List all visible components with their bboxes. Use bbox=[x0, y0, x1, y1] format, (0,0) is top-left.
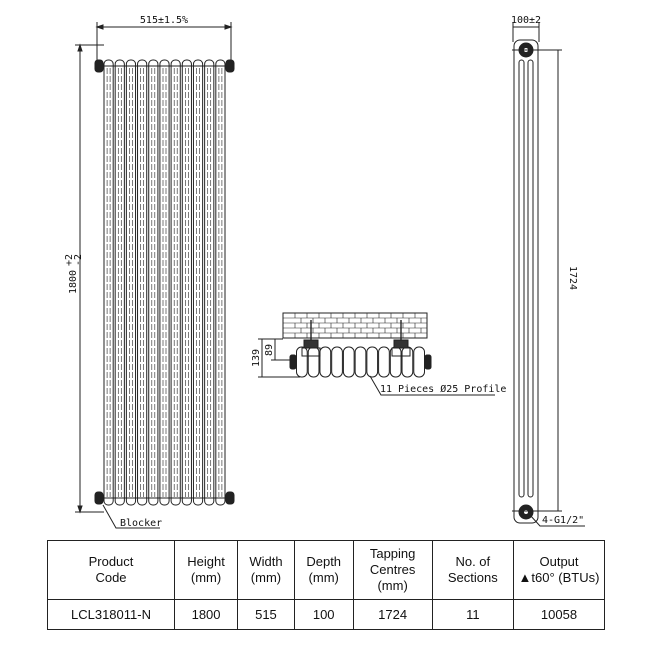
section-profile bbox=[331, 346, 343, 378]
column-section bbox=[125, 59, 137, 506]
valve-icon bbox=[393, 339, 409, 349]
cell-depth: 100 bbox=[293, 599, 354, 630]
centres-dimension-label: 1724 bbox=[567, 266, 578, 290]
column-section bbox=[215, 59, 226, 506]
section-profile bbox=[413, 346, 426, 378]
column-section bbox=[137, 59, 148, 506]
cell-output: 10058 bbox=[513, 599, 605, 630]
section-profile bbox=[401, 346, 414, 378]
end-cap-icon bbox=[225, 59, 235, 73]
table-row: LCL318011-N 1800 515 100 1724 11 10058 bbox=[47, 599, 605, 630]
end-cap-icon bbox=[94, 59, 104, 73]
height-dimension-label-group: 1800 +2 -2 bbox=[64, 254, 84, 294]
section-profile bbox=[366, 346, 379, 378]
section-profile bbox=[378, 346, 390, 378]
depth-dimension-label: 100±2 bbox=[511, 15, 541, 26]
cell-tapping-centres: 1724 bbox=[352, 599, 433, 630]
header-depth: Depth(mm) bbox=[293, 540, 354, 600]
blocker-label: Blocker bbox=[120, 518, 162, 529]
column-section bbox=[159, 59, 170, 506]
cell-product-code: LCL318011-N bbox=[47, 599, 175, 630]
section-profile bbox=[354, 346, 367, 378]
side-tube-right bbox=[527, 59, 534, 498]
width-arrows bbox=[95, 24, 233, 30]
dim-89-label: 89 bbox=[264, 344, 275, 356]
plan-end-cap-icon bbox=[289, 354, 297, 370]
width-dimension-label: 515±1.5% bbox=[140, 15, 188, 26]
column-section bbox=[103, 59, 114, 506]
valve-icon bbox=[303, 339, 319, 349]
side-tube-left bbox=[518, 59, 525, 498]
header-height: Height(mm) bbox=[173, 540, 239, 600]
end-cap-icon bbox=[94, 491, 104, 505]
profile-leader bbox=[369, 375, 495, 396]
cell-sections: 11 bbox=[431, 599, 515, 630]
valve-body bbox=[391, 347, 411, 357]
height-dimension-label: 1800 bbox=[68, 270, 79, 294]
front-view bbox=[94, 59, 235, 506]
profile-label: 11 Pieces Ø25 Profile bbox=[380, 383, 506, 395]
wall-bricks bbox=[282, 312, 428, 339]
section-profile bbox=[319, 346, 332, 378]
end-cap-icon bbox=[225, 491, 235, 505]
header-output: Output▲t60° (BTUs) bbox=[513, 540, 605, 600]
bottom-tapping-center bbox=[523, 509, 529, 515]
dim-139-label: 139 bbox=[251, 349, 262, 367]
section-profile bbox=[342, 346, 355, 378]
height-arrows bbox=[77, 43, 83, 514]
column-section bbox=[170, 59, 181, 506]
height-tol-minus: -2 bbox=[73, 254, 84, 266]
column-section bbox=[204, 59, 215, 506]
plan-view-radiator bbox=[289, 320, 432, 378]
blocker-leader bbox=[102, 504, 160, 529]
header-width: Width(mm) bbox=[237, 540, 295, 600]
plan-end-cap-icon bbox=[424, 354, 432, 370]
column-section bbox=[148, 59, 159, 506]
side-view-outline bbox=[513, 39, 539, 524]
column-section bbox=[192, 59, 204, 506]
cell-width: 515 bbox=[237, 599, 295, 630]
cell-height: 1800 bbox=[173, 599, 239, 630]
valve-body bbox=[301, 347, 321, 357]
height-tol-plus: +2 bbox=[64, 254, 75, 266]
section-profile bbox=[307, 346, 320, 378]
column-section bbox=[181, 59, 192, 506]
tapping-leader bbox=[529, 514, 585, 527]
tapping-label: 4-G1/2" bbox=[542, 515, 584, 526]
column-section bbox=[114, 59, 125, 506]
